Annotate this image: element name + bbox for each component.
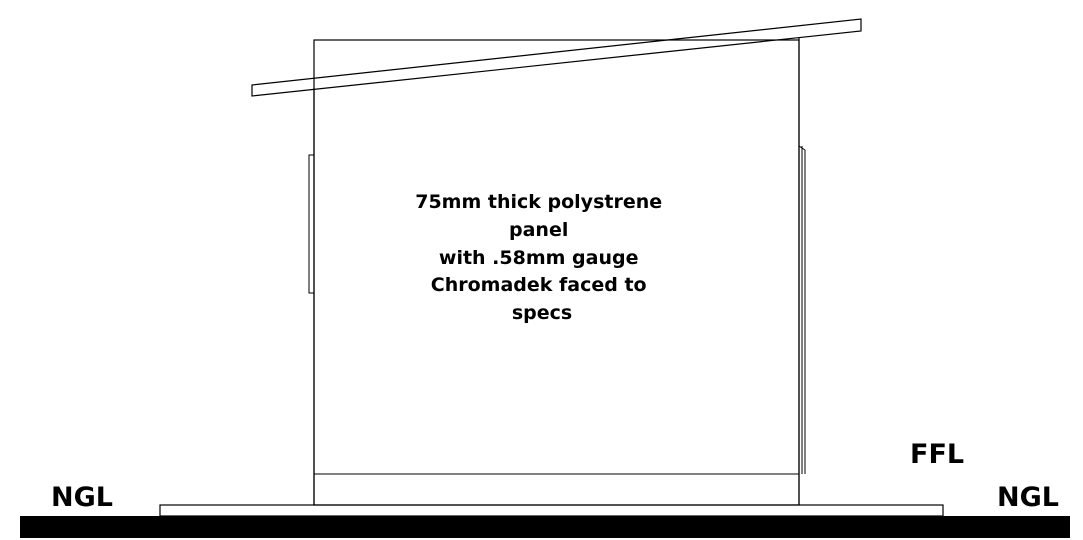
- wall-top-mask: [313, 30, 800, 38]
- panel-note: 75mm thick polystrene panel with .58mm g…: [415, 191, 669, 324]
- ngl-label-right: NGL: [997, 482, 1059, 513]
- ffl-label: FFL: [910, 439, 964, 470]
- panel-note-line-5: specs: [512, 302, 572, 324]
- panel-note-line-1: 75mm thick polystrene: [415, 191, 662, 213]
- right-edge-trim-top: [798, 145, 806, 151]
- ngl-label-left: NGL: [51, 482, 113, 513]
- left-edge-trim: [308, 154, 315, 294]
- floor-slab: [159, 504, 944, 517]
- panel-note-line-2: panel: [509, 219, 568, 241]
- panel-note-line-4: Chromadek faced to: [431, 274, 647, 296]
- wall-panel: [313, 39, 800, 506]
- natural-ground-band: [20, 516, 1070, 538]
- roof-sheet: [251, 18, 862, 97]
- panel-note-line-3: with .58mm gauge: [439, 247, 639, 269]
